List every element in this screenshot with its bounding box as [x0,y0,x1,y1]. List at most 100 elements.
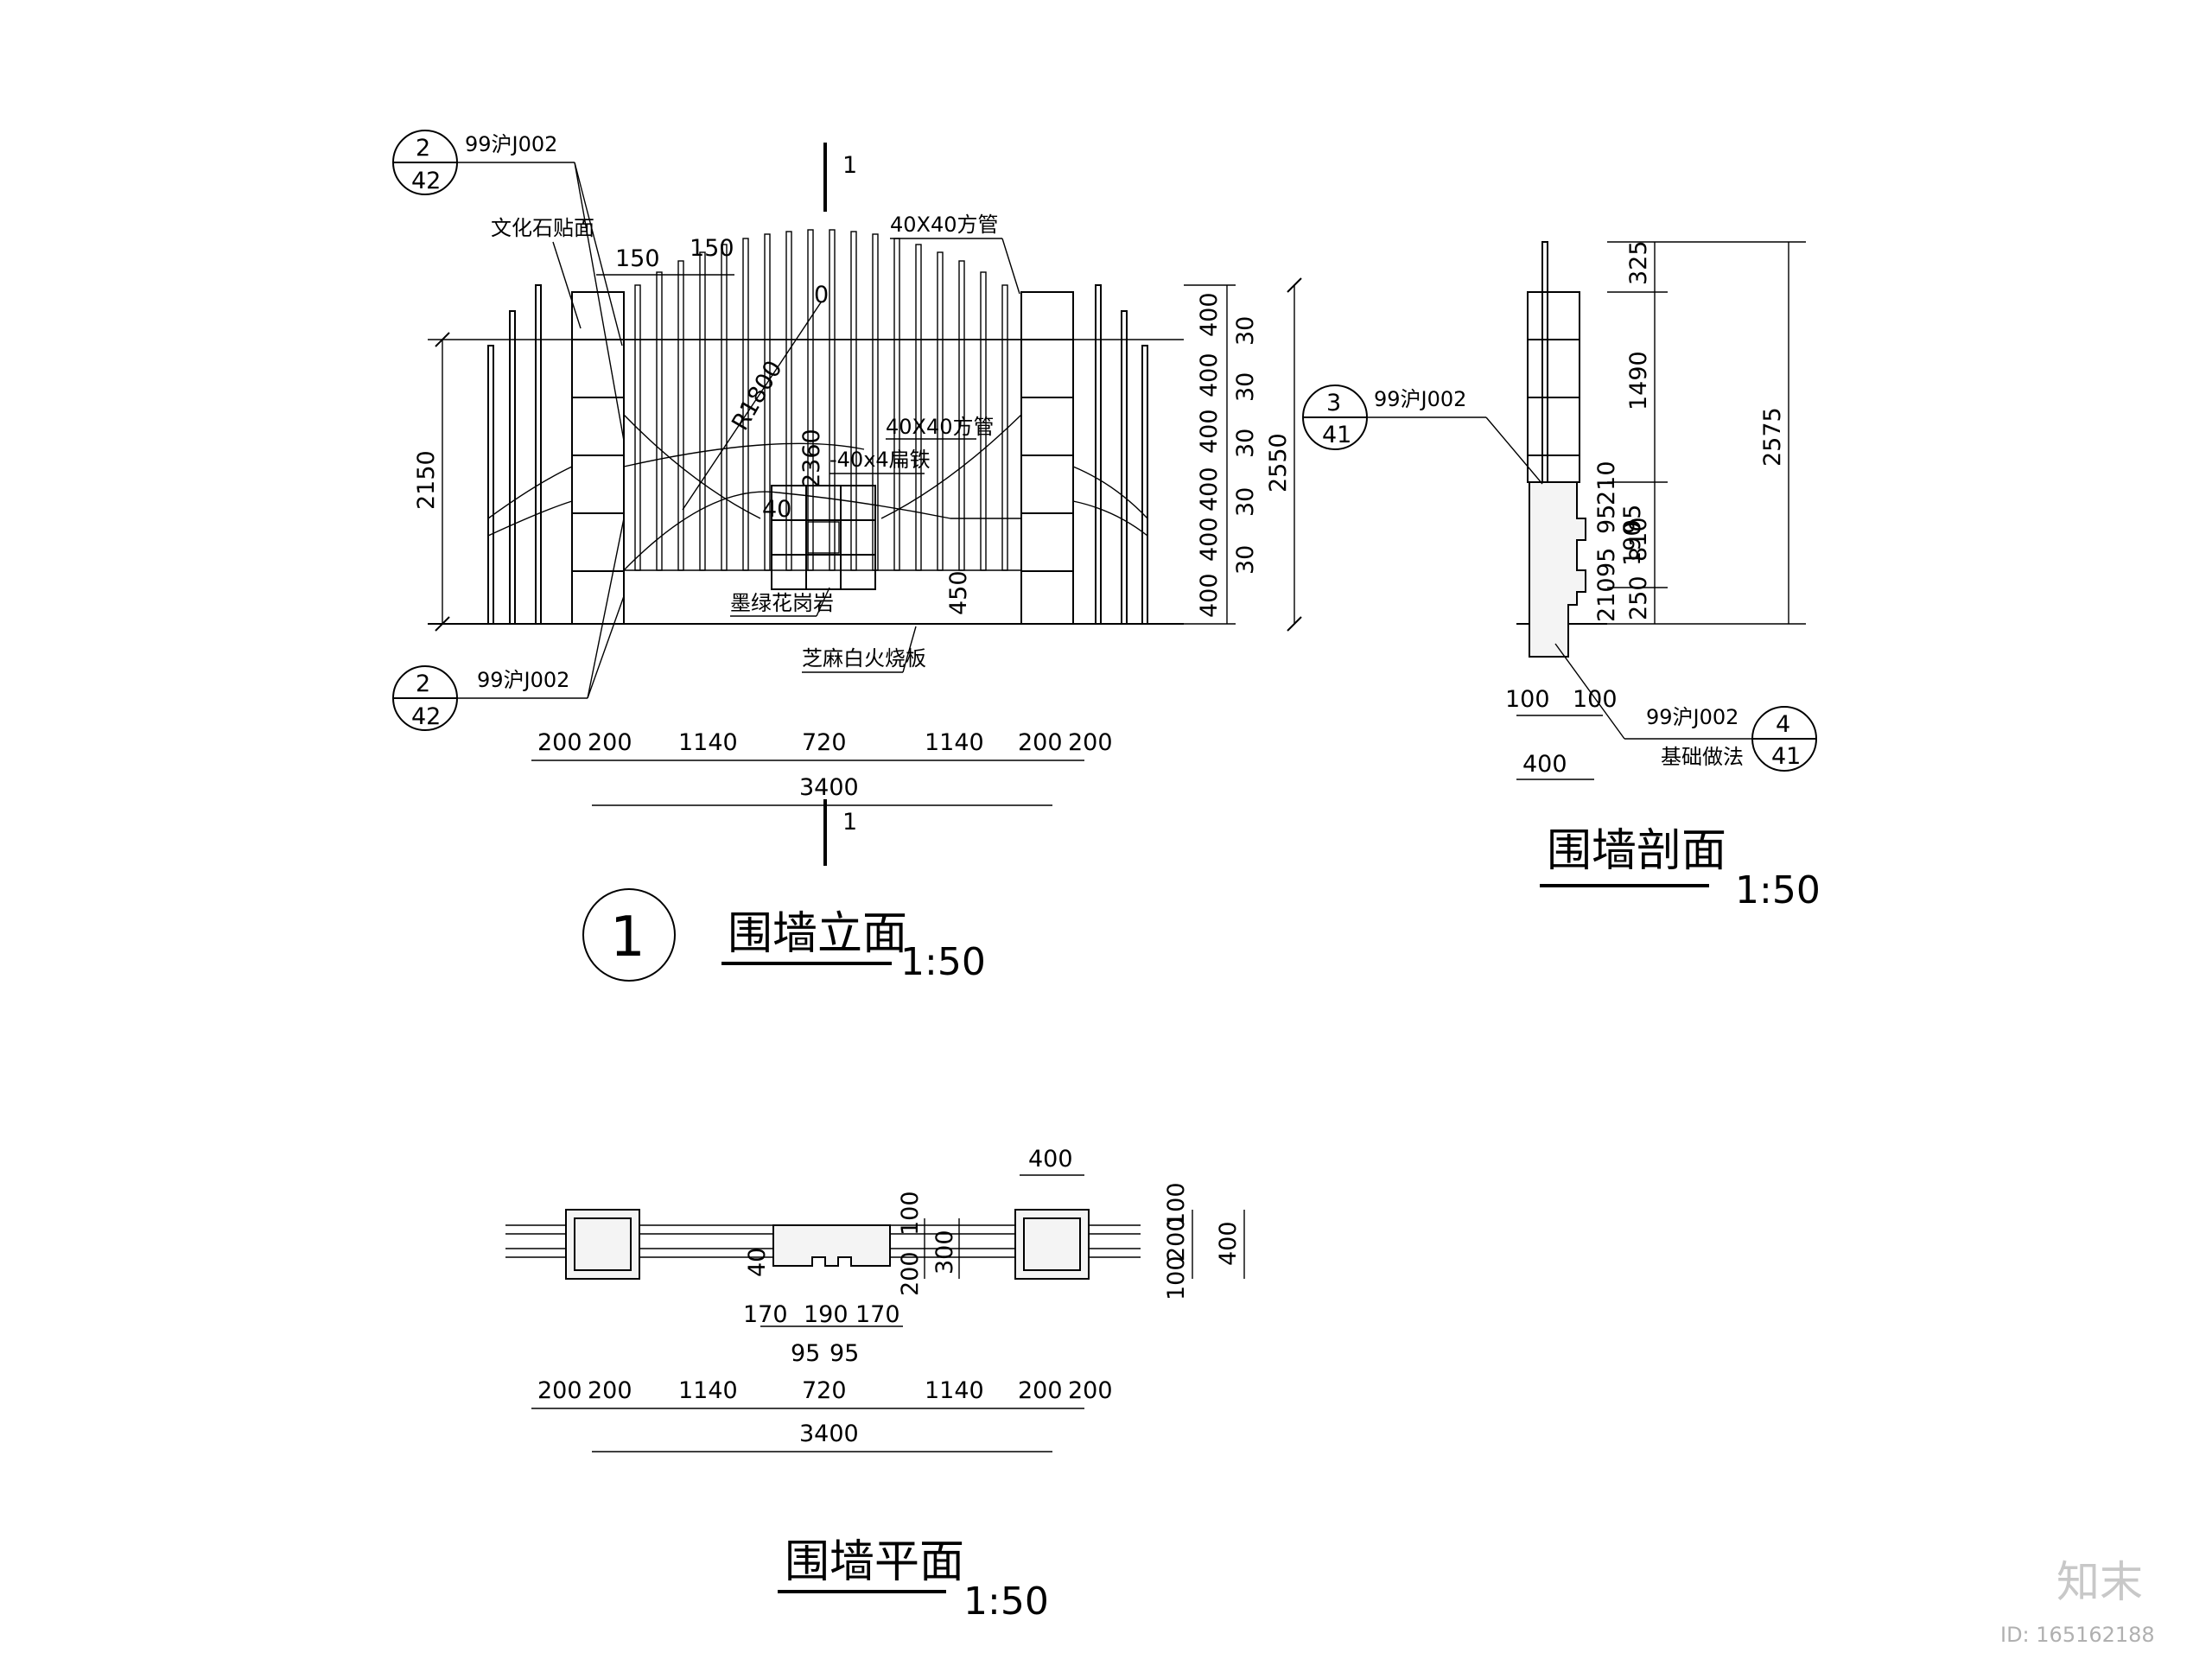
svg-text:3: 3 [1326,390,1341,416]
note-granite: 墨绿花岗岩 [730,591,834,615]
svg-text:30: 30 [1232,487,1259,517]
elev-title: 围墙立面 [728,908,907,960]
elev-index-no: 1 [610,906,645,969]
svg-text:4: 4 [1776,711,1790,738]
svg-text:200: 200 [1163,1217,1190,1262]
svg-text:250: 250 [1625,575,1652,620]
svg-text:300: 300 [931,1230,958,1274]
dim-150a: 150 [615,245,660,272]
svg-text:99沪J002: 99沪J002 [1374,387,1466,411]
svg-text:190: 190 [1619,521,1646,566]
svg-text:40: 40 [744,1248,771,1277]
svg-text:200: 200 [588,1377,632,1404]
svg-text:210: 210 [1593,461,1620,505]
svg-text:400: 400 [1196,409,1223,454]
svg-text:1490: 1490 [1625,351,1652,410]
elev-total-dim: 3400 [799,774,859,801]
dim-2360: 2360 [798,429,825,488]
svg-text:42: 42 [411,703,441,730]
svg-text:325: 325 [1625,240,1652,285]
dim-150b: 150 [690,235,734,262]
dim-450: 450 [945,570,972,615]
section-mark-top: 1 [842,152,857,179]
svg-text:41: 41 [1322,422,1351,448]
note-tube-top: 40X40方管 [890,213,999,237]
section-mark-bottom: 1 [842,809,857,836]
svg-text:100: 100 [1163,1255,1190,1300]
elev-scale: 1:50 [900,940,986,984]
svg-text:400: 400 [1215,1221,1242,1266]
svg-text:基础做法: 基础做法 [1661,745,1744,769]
svg-text:100: 100 [1573,686,1618,713]
svg-text:810: 810 [1625,517,1652,562]
section-total-dim: 2575 [1759,407,1786,467]
note-flat-steel: -40x4扁铁 [830,448,931,472]
plan-scale: 1:50 [963,1580,1049,1624]
svg-text:200: 200 [1018,729,1063,756]
plan-total-dim: 3400 [799,1421,859,1447]
svg-text:400: 400 [1196,292,1223,337]
section-small-dims: 210 95 95 190 210 95 [1593,461,1646,622]
plan-bottom-dims: 200 200 1140 720 1140 200 200 [537,1377,1113,1404]
svg-text:30: 30 [1232,316,1259,346]
section-scale: 1:50 [1735,868,1821,912]
wall-plan: 400 100 200 100 400 200 100 300 40 170 1… [505,1146,1245,1624]
svg-text:2: 2 [416,671,430,697]
svg-text:30: 30 [1232,545,1259,575]
svg-text:200: 200 [897,1251,924,1296]
svg-text:400: 400 [1196,353,1223,397]
svg-text:720: 720 [802,1377,847,1404]
section-width-dim: 400 [1522,751,1567,778]
note-stone-face: 文化石贴面 [491,216,594,240]
svg-text:400: 400 [1196,573,1223,618]
svg-text:200: 200 [537,729,582,756]
wall-elevation: R1800 0 2360 40 450 1 1 2 42 99沪J002 2 4… [392,130,1302,984]
svg-text:95: 95 [1593,548,1620,577]
svg-text:100: 100 [1505,686,1550,713]
svg-text:30: 30 [1232,429,1259,458]
plan-mid-dims: 200 100 300 40 [744,1191,958,1296]
svg-text:95: 95 [1593,505,1620,534]
callout-bottom: 2 42 99沪J002 [392,518,625,731]
svg-text:1140: 1140 [678,1377,738,1404]
svg-text:99沪J002: 99沪J002 [477,668,569,692]
svg-text:200: 200 [1068,1377,1113,1404]
svg-text:30: 30 [1232,372,1259,402]
svg-text:95: 95 [1619,505,1646,534]
wall-section: 325 1490 810 250 2575 210 95 95 190 210 … [1302,240,1821,912]
svg-text:1140: 1140 [925,729,984,756]
dim-40: 40 [762,496,791,523]
svg-text:41: 41 [1771,743,1801,770]
plan-right-dims: 100 200 100 400 [1163,1182,1242,1300]
svg-text:42: 42 [411,168,441,194]
svg-text:720: 720 [802,729,847,756]
granite-panel [771,485,876,590]
svg-text:95: 95 [791,1340,820,1367]
watermark-logo: 知末 [2056,1557,2143,1607]
plan-title: 围墙平面 [785,1536,964,1588]
svg-text:99沪J002: 99沪J002 [465,132,557,156]
svg-text:210: 210 [1593,577,1620,622]
svg-text:200: 200 [588,729,632,756]
dim-2550: 2550 [1265,433,1292,493]
svg-text:100: 100 [1163,1182,1190,1227]
zero-mark: 0 [814,282,829,308]
stack-dims: 400 30 400 30 400 30 400 30 400 30 400 [1196,292,1259,618]
svg-text:100: 100 [897,1191,924,1236]
svg-text:99沪J002: 99沪J002 [1646,705,1738,729]
svg-text:190: 190 [804,1301,849,1328]
plan-dim-top: 400 [1028,1146,1073,1173]
svg-text:200: 200 [1068,729,1113,756]
note-tube-mid: 40X40方管 [886,415,995,439]
svg-text:2: 2 [416,135,430,162]
svg-text:95: 95 [830,1340,859,1367]
section-title: 围墙剖面 [1547,825,1726,877]
svg-text:200: 200 [1018,1377,1063,1404]
right-pillar [1020,291,1074,625]
svg-text:170: 170 [743,1301,788,1328]
watermark-id: ID: 165162188 [2000,1623,2155,1647]
plan-small-dims: 170 190 170 95 95 [743,1301,900,1367]
note-board: 芝麻白火烧板 [802,646,926,671]
callout-top: 2 42 99沪J002 [392,130,625,442]
